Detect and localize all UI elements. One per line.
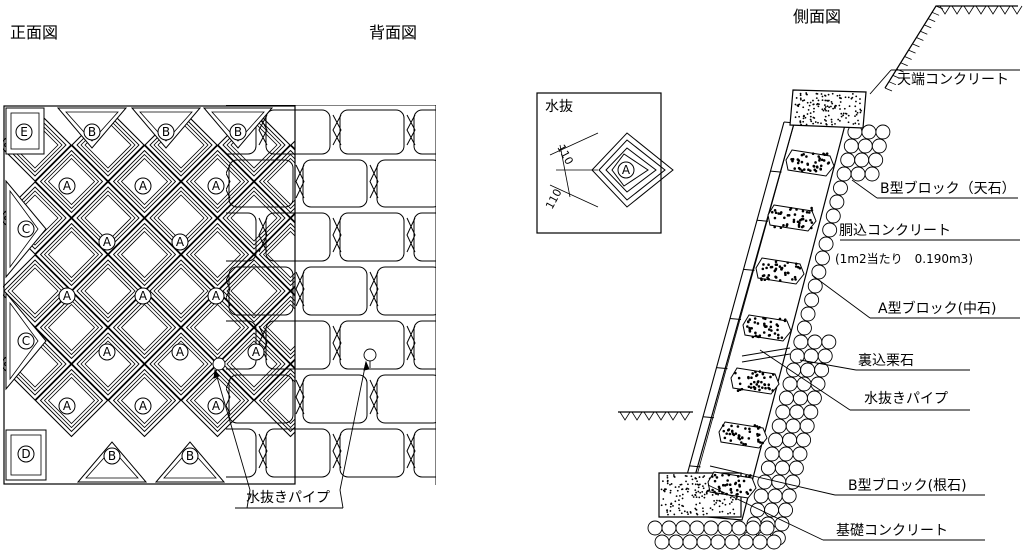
svg-text:A: A [252,345,261,359]
inner-block [742,314,792,342]
callout-b-block-top: B型ブロック（天石） [880,180,1016,197]
drain-leaders [212,348,377,509]
front-view-title: 正面図 [10,23,58,42]
a-block-marker: A [171,343,189,361]
callout-top-concrete: 天端コンクリート [897,72,1009,88]
b-block-marker-bottom-1: B [103,447,121,465]
inset-a-circle [617,161,635,179]
b-block-marker-top-1: B [83,123,101,141]
drain-detail-inset: 水抜 A 110 110 [536,92,674,234]
svg-text:A: A [63,289,72,303]
inset-a-letter: A [622,163,631,177]
inner-block [785,149,835,177]
svg-text:A: A [63,179,72,193]
a-block-marker: A [207,177,225,195]
a-block-marker: A [98,233,116,251]
inner-block [707,471,757,499]
back-view-title: 背面図 [369,23,417,42]
a-block-marker: A [58,287,76,305]
back-view [226,105,436,485]
callout-foundation: 基礎コンクリート [836,522,948,539]
callout-fill-note: (1m2当たり 0.190m3) [835,252,973,266]
b-block-marker-top-3: B [229,123,247,141]
e-block-marker: E [15,123,33,141]
drain-hole-front [212,357,226,371]
a-block-marker: A [134,287,152,305]
a-block-marker: A [207,287,225,305]
inner-block [755,257,805,285]
front-view: A A A A A A A A A A A A A A E B B B C C D B B [3,105,296,485]
c-block-marker-1: C [17,220,35,238]
svg-text:C: C [22,222,30,236]
svg-text:A: A [139,289,148,303]
svg-text:B: B [88,125,96,139]
inner-block [767,204,817,232]
a-block-marker: A [134,397,152,415]
svg-text:A: A [103,235,112,249]
callout-fill-concrete: 胴込コンクリート [839,223,951,239]
a-block-marker: A [207,397,225,415]
svg-text:A: A [63,399,72,413]
callout-drain-pipe: 水抜きパイプ [864,391,948,407]
side-view-title: 側面図 [793,7,841,26]
side-view [618,5,1023,550]
svg-text:A: A [176,345,185,359]
b-block-marker-top-2: B [157,123,175,141]
svg-text:A: A [103,345,112,359]
a-block-marker: A [98,343,116,361]
inset-title: 水抜 [545,99,573,115]
a-block-marker: A [171,233,189,251]
a-block-marker: A [58,397,76,415]
b-block-marker-bottom-2: B [181,447,199,465]
svg-text:C: C [22,334,30,348]
a-block-marker: A [58,177,76,195]
svg-text:B: B [108,449,116,463]
inner-block [730,367,780,395]
svg-text:A: A [139,399,148,413]
svg-text:A: A [212,399,221,413]
top-concrete [789,89,867,129]
a-block-marker: A [247,343,265,361]
drain-hole-back [363,348,377,362]
svg-text:B: B [234,125,242,139]
svg-text:B: B [186,449,194,463]
callout-b-block-base: B型ブロック(根石) [848,477,967,494]
d-block-marker: D [17,445,35,463]
svg-text:A: A [212,289,221,303]
callout-gravel: 裏込栗石 [858,352,914,369]
svg-text:D: D [21,447,30,461]
a-block-marker: A [134,177,152,195]
svg-text:A: A [176,235,185,249]
svg-text:A: A [212,179,221,193]
drain-pipe-label-front: 水抜きパイプ [246,490,330,506]
svg-text:B: B [162,125,170,139]
svg-text:A: A [139,179,148,193]
inner-block [718,421,768,449]
c-block-marker-2: C [17,332,35,350]
svg-text:E: E [20,125,28,139]
callout-a-block: A型ブロック(中石) [878,300,997,317]
